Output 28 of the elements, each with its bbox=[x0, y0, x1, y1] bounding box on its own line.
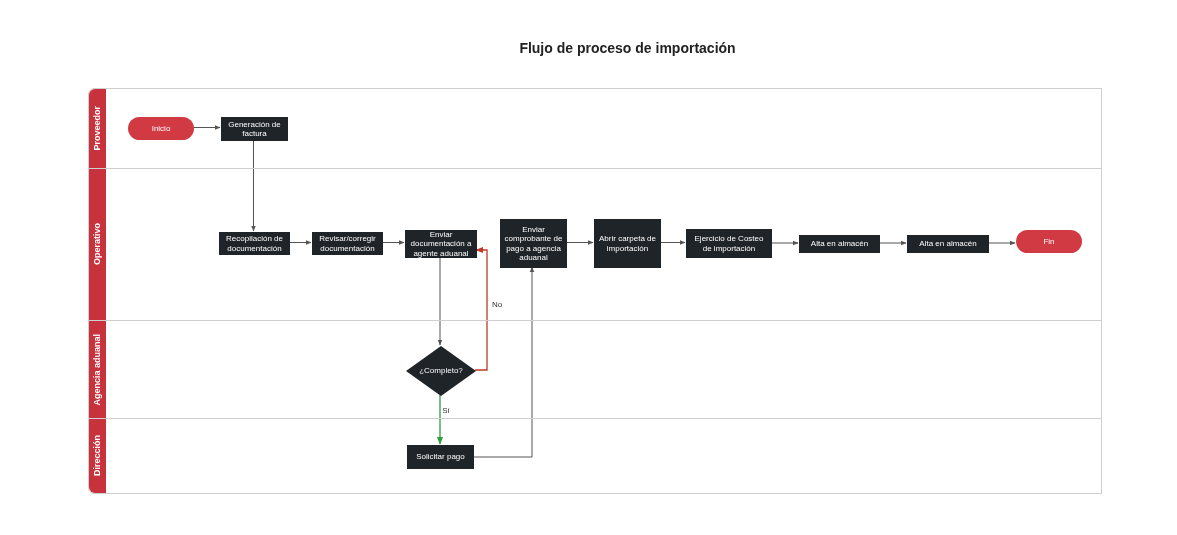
terminal-pill: Inicio bbox=[128, 117, 194, 140]
lane-title: Agencia aduanal bbox=[90, 333, 103, 406]
process-box: Ejercicio de Costeo de importación bbox=[686, 229, 772, 258]
lane-title: Operativo bbox=[90, 223, 103, 266]
process-box: Enviar documentación a agente aduanal bbox=[405, 230, 477, 258]
process-box: Recopilación de documentación bbox=[219, 232, 290, 255]
swimlane bbox=[88, 418, 1102, 494]
lane-title: Dirección bbox=[90, 435, 103, 477]
arrow bbox=[251, 139, 256, 232]
arrow bbox=[437, 256, 443, 346]
lane-title: Proveedor bbox=[90, 106, 103, 151]
swimlane bbox=[88, 168, 1102, 320]
diagram-title: Flujo de proceso de importación bbox=[518, 39, 737, 58]
arrow bbox=[436, 394, 444, 445]
process-box: Revisar/corregir documentación bbox=[312, 232, 383, 255]
process-box: Alta en almacén bbox=[907, 235, 989, 253]
process-box: Solicitar pago bbox=[407, 445, 474, 469]
swimlane bbox=[88, 88, 1102, 168]
process-box: Enviar comprobante de pago a agencia aduanal bbox=[500, 219, 567, 268]
decision-diamond bbox=[406, 346, 476, 396]
arrow bbox=[474, 246, 488, 371]
process-box: Abrir carpeta de importación bbox=[594, 219, 661, 268]
process-box: Generación de factura bbox=[221, 117, 288, 141]
swimlane bbox=[88, 320, 1102, 418]
decision-text: ¿Completo? bbox=[419, 365, 463, 377]
process-box: Alta en almacén bbox=[799, 235, 880, 253]
terminal-pill: Fin bbox=[1016, 230, 1082, 253]
arrow bbox=[192, 125, 221, 130]
